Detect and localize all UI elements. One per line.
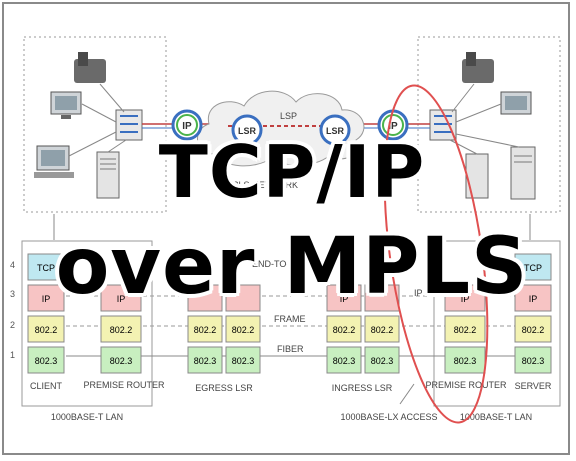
server-stack: TCP IP 802.2 802.3 <box>514 253 552 374</box>
left-lan-stack-box <box>21 240 153 407</box>
premise-right-ip-cell: IP <box>461 294 470 304</box>
access-label: 1000BASE-LX ACCESS <box>340 412 437 422</box>
premise-router-right-stack: IP 802.2 802.3 <box>444 284 486 374</box>
ip-phone-icon-right <box>462 52 494 83</box>
ingress-ip-cell: IP <box>340 294 349 304</box>
ingress-l2-cell-b: 802.2 <box>371 325 394 335</box>
highlight-ellipse <box>383 84 489 424</box>
workstation-icon <box>34 145 74 178</box>
layer-number-2: 2 <box>10 320 15 330</box>
lsr-badge-right: LSR <box>319 114 351 146</box>
client-ip-cell: IP <box>42 294 51 304</box>
ingress-l2-cell: 802.2 <box>333 325 356 335</box>
right-lan-label: 1000BASE-T LAN <box>460 412 532 422</box>
desktop-computer-icon-right <box>500 91 532 115</box>
server-tower-icon <box>96 151 120 199</box>
ingress-l1-cell-b: 802.3 <box>371 356 394 366</box>
right-switch-icon <box>429 109 457 141</box>
server-label: SERVER <box>515 381 552 391</box>
egress-lsr-label: EGRESS LSR <box>195 383 253 393</box>
mpls-cloud <box>197 90 365 167</box>
egress-l1-cell-b: 802.3 <box>232 356 255 366</box>
premise-left-l2-cell: 802.2 <box>110 325 133 335</box>
premise-right-l1-cell: 802.3 <box>454 356 477 366</box>
right-lan-links <box>449 83 520 155</box>
lsp-label: LSP <box>280 111 297 121</box>
ingress-lsr-stack: IP 802.2 802.2 802.3 802.3 <box>326 284 400 374</box>
lsr-badge-label-right: LSR <box>326 126 345 136</box>
network-diagram: LSP IP/MPLS NETWORK IP LSR LSR IP 4 3 2 … <box>10 36 561 424</box>
server-tcp-cell: TCP <box>524 263 542 273</box>
left-switch-icon <box>115 109 143 141</box>
ingress-l1-cell: 802.3 <box>333 356 356 366</box>
egress-l1-cell: 802.3 <box>194 356 217 366</box>
headline-line-1: TCP/IP <box>158 130 426 214</box>
premise-left-l1-cell: 802.3 <box>110 356 133 366</box>
ip-phone-icon <box>74 52 106 83</box>
headline-line-2: over MPLS <box>55 222 529 312</box>
lsr-badge-left: LSR <box>231 114 263 146</box>
client-tcp-cell: TCP <box>37 263 55 273</box>
access-pointer <box>399 383 415 405</box>
cloud-label: IP/MPLS NETWORK <box>214 180 298 190</box>
premise-left-ip-cell: IP <box>117 294 126 304</box>
client-stack: TCP IP 802.2 802.3 <box>27 253 65 374</box>
egress-l2-cell-b: 802.2 <box>232 325 255 335</box>
left-lan-box <box>23 36 167 213</box>
client-label: CLIENT <box>30 381 63 391</box>
right-lan-stack-box <box>433 240 561 407</box>
server-tower-icon-right-2 <box>510 146 536 200</box>
fiber-label: FIBER <box>277 344 304 354</box>
layer-number-1: 1 <box>10 350 15 360</box>
ip-badge-label-right: IP <box>388 121 398 132</box>
layer-number-3: 3 <box>10 289 15 299</box>
egress-l2-cell: 802.2 <box>194 325 217 335</box>
layer-number-4: 4 <box>10 260 15 270</box>
ip-router-badge-left: IP <box>171 109 203 141</box>
server-ip-cell: IP <box>529 294 538 304</box>
server-l2-cell: 802.2 <box>522 325 545 335</box>
left-lan-links <box>68 83 127 157</box>
frame-label: FRAME <box>274 314 306 324</box>
end-to-end-label: END-TO-END <box>252 259 309 269</box>
lsr-badge-label-left: LSR <box>238 126 257 136</box>
ip-stub-label: IP <box>414 288 423 298</box>
premise-router-right-label: PREMISE ROUTER <box>425 380 507 390</box>
ip-badge-label-left: IP <box>182 121 192 132</box>
layer-numbers: 4 3 2 1 <box>10 260 15 360</box>
client-l2-cell: 802.2 <box>35 325 58 335</box>
left-lan-label: 1000BASE-T LAN <box>51 412 123 422</box>
desktop-computer-icon <box>50 91 82 119</box>
premise-router-left-label: PREMISE ROUTER <box>83 380 165 390</box>
premise-right-l2-cell: 802.2 <box>454 325 477 335</box>
ingress-lsr-label: INGRESS LSR <box>332 383 393 393</box>
server-l1-cell: 802.3 <box>522 356 545 366</box>
premise-router-left-stack: IP 802.2 802.3 <box>100 284 142 374</box>
image-frame: LSP IP/MPLS NETWORK IP LSR LSR IP 4 3 2 … <box>2 2 570 455</box>
client-l1-cell: 802.3 <box>35 356 58 366</box>
egress-lsr-stack: 802.2 802.2 802.3 802.3 <box>187 284 261 374</box>
